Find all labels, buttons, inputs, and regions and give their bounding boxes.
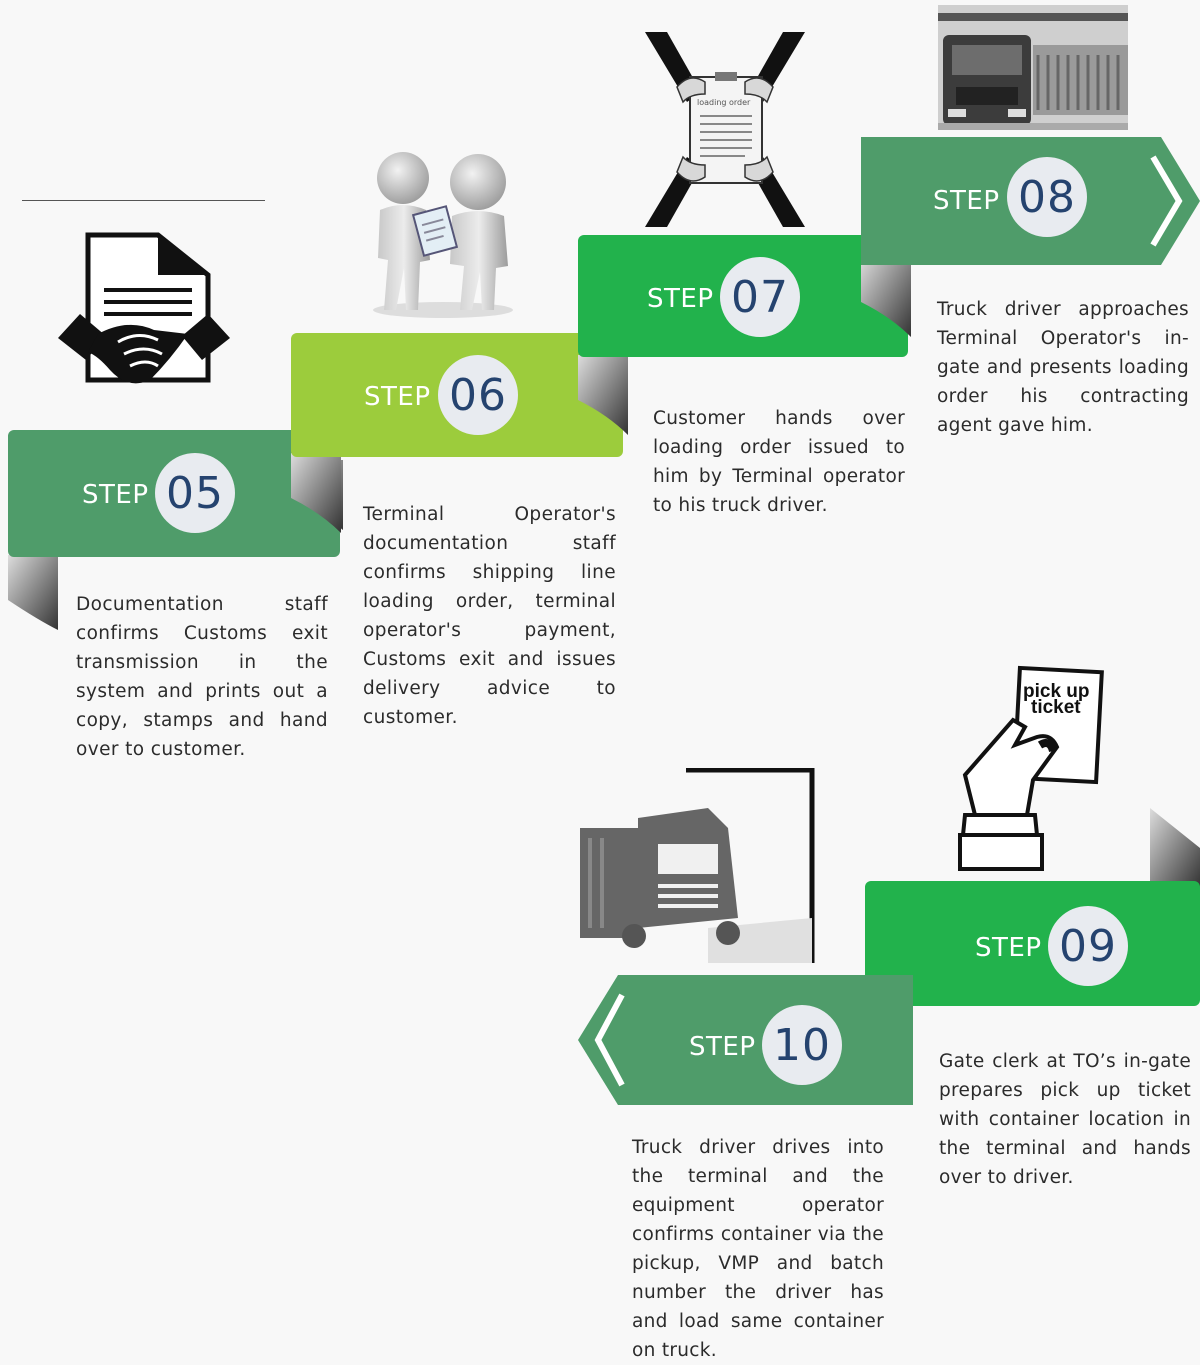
step-05-description: Documentation staff confirms Customs exi… xyxy=(76,594,328,760)
step-06-number-badge: 06 xyxy=(438,355,518,435)
people-with-clipboard-icon xyxy=(373,152,513,318)
step-05-label: STEP xyxy=(82,480,149,510)
step-09-number-badge: 09 xyxy=(1048,906,1128,986)
step-07-number-badge: 07 xyxy=(720,257,800,337)
loading-order-text: loading order xyxy=(697,98,751,107)
step-10-description: Truck driver drives into the terminal an… xyxy=(632,1137,884,1361)
hand-holding-ticket-icon: pick up ticket xyxy=(958,665,1104,871)
step-09-banner xyxy=(865,808,1200,1006)
step-08-description: Truck driver approaches Terminal Operato… xyxy=(937,299,1189,436)
step-06-description: Terminal Operator's documentation staff … xyxy=(363,504,616,728)
step-07-label: STEP xyxy=(647,284,714,314)
hands-holding-loading-order-icon: loading order xyxy=(645,32,805,227)
step-08-number-badge: 08 xyxy=(1007,157,1087,237)
ticket-text-line2: ticket xyxy=(1031,697,1081,718)
step-09-description: Gate clerk at TO’s in-gate prepares pick… xyxy=(939,1051,1191,1188)
step-05-number-badge: 05 xyxy=(155,453,235,533)
truck-at-gate-icon xyxy=(938,5,1128,130)
step-09-label: STEP xyxy=(975,933,1042,963)
step-08-label: STEP xyxy=(933,186,1000,216)
step-10-label: STEP xyxy=(689,1032,756,1062)
truck-entering-terminal-icon xyxy=(580,768,815,963)
divider-line xyxy=(22,200,265,201)
handshake-document-icon xyxy=(58,232,230,384)
step-10-number-badge: 10 xyxy=(762,1005,842,1085)
step-07-description: Customer hands over loading order issued… xyxy=(653,408,905,516)
step-06-label: STEP xyxy=(364,382,431,412)
ticket-text-line1: pick up xyxy=(1023,681,1090,702)
